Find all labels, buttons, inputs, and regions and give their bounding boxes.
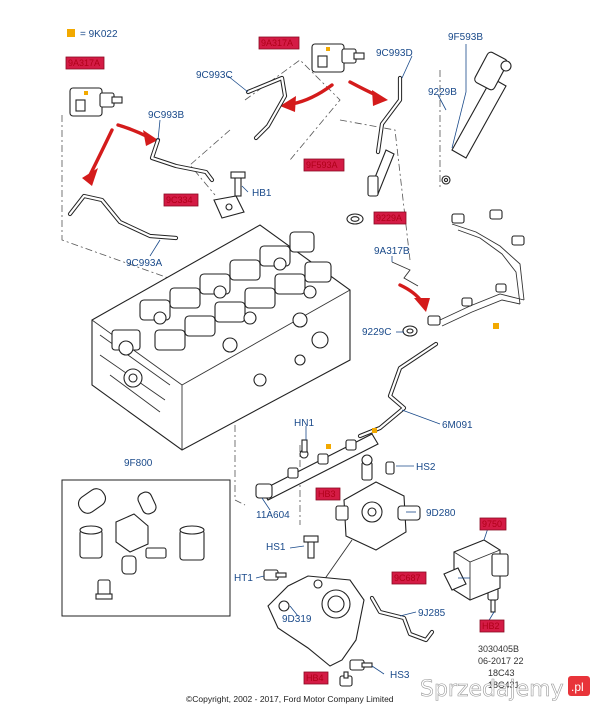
label-9J285: 9J285 <box>418 608 446 619</box>
label-9229B: 9229B <box>428 87 457 98</box>
part-labels: 9C993D 9F593B 9C993C 9229B 9C993B HB1 9C… <box>124 32 483 681</box>
retaining-clip <box>391 261 419 287</box>
watermark-suffix: .pl <box>571 680 584 694</box>
hl-9750: 9750 <box>482 519 502 529</box>
reference-block: 3030405B 06-2017 22 18C43 18C431 <box>478 644 524 690</box>
label-9D319: 9D319 <box>282 614 312 625</box>
label-9A317B: 9A317B <box>374 246 410 257</box>
label-HN1: HN1 <box>294 418 314 429</box>
leader-lines <box>149 44 495 675</box>
injector-clamp <box>213 171 246 219</box>
label-HT1: HT1 <box>234 573 253 584</box>
ref-line-3: 18C43 <box>488 668 515 678</box>
label-HS3: HS3 <box>390 670 410 681</box>
label-9229C: 9229C <box>362 327 391 338</box>
red-arrows <box>82 80 430 312</box>
fuel-return-harness <box>427 209 525 329</box>
label-9C993C: 9C993C <box>196 70 233 81</box>
label-HS2: HS2 <box>416 462 436 473</box>
hl-9F593A: 9F593A <box>306 160 338 170</box>
pump-bracket <box>267 535 365 667</box>
repair-kit-box <box>61 479 231 617</box>
hl-HB2: HB2 <box>482 621 500 631</box>
legend-text: = 9K022 <box>80 29 118 40</box>
hl-9229A: 9229A <box>376 213 402 223</box>
label-6M091: 6M091 <box>442 420 473 431</box>
label-HS1: HS1 <box>266 542 286 553</box>
watermark-text: Sprzedajemy <box>420 677 564 702</box>
label-9F800: 9F800 <box>124 458 153 469</box>
high-pressure-pump <box>323 481 421 581</box>
label-9C993B: 9C993B <box>148 110 184 121</box>
cylinder-head <box>91 224 351 451</box>
copyright-text: ©Copyright, 2002 - 2017, Ford Motor Comp… <box>186 694 394 704</box>
label-HB1: HB1 <box>252 188 272 199</box>
label-9C993A: 9C993A <box>126 258 162 269</box>
label-9F593B: 9F593B <box>448 32 483 43</box>
glow-plug <box>346 149 395 225</box>
ref-line-2: 06-2017 22 <box>478 656 524 666</box>
pressure-sensor-right <box>311 43 365 73</box>
label-9C993D: 9C993D <box>376 48 413 59</box>
hl-9A317A-left: 9A317A <box>68 58 100 68</box>
legend-marker <box>67 29 75 37</box>
hl-HB4: HB4 <box>306 673 324 683</box>
watermark: Sprzedajemy .pl <box>420 676 590 702</box>
hl-9C334: 9C334 <box>166 195 193 205</box>
hl-9C687: 9C687 <box>394 573 421 583</box>
hl-HB3: HB3 <box>318 489 336 499</box>
hl-9A317A-right: 9A317A <box>261 38 293 48</box>
label-11A604: 11A604 <box>256 510 290 521</box>
ref-line-1: 3030405B <box>478 644 519 654</box>
ref-line-4: 18C431 <box>488 680 520 690</box>
fuel-rail <box>255 428 379 501</box>
sealing-washer <box>402 325 418 337</box>
highlighted-labels: 9A317A 9A317A 9F593A 9C334 9229A HB3 975… <box>65 36 507 685</box>
label-9D280: 9D280 <box>426 508 456 519</box>
pressure-sensor-left <box>69 87 123 117</box>
rail-pressure-sensor <box>361 454 395 481</box>
fuel-injector <box>441 51 512 185</box>
